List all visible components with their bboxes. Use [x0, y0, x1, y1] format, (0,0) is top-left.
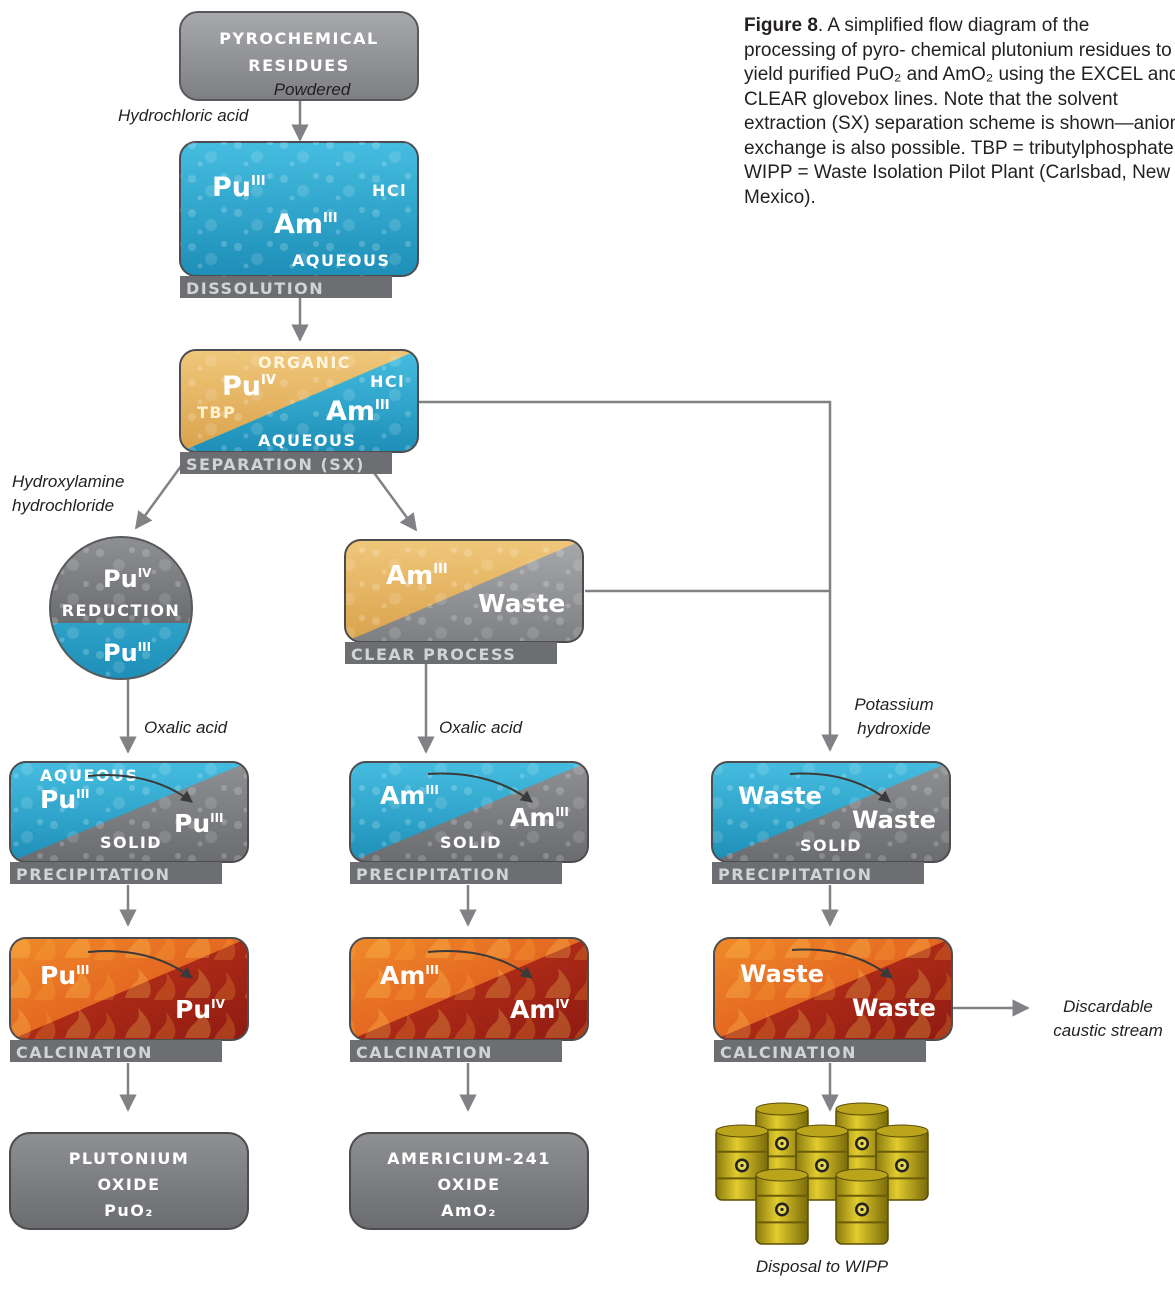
waste-barrel-icon — [715, 1124, 769, 1201]
separation-aqueous: AQUEOUS — [258, 431, 357, 450]
start-box-residues: PYROCHEMICAL RESIDUES Powdered — [179, 11, 419, 101]
calc-waste-from: Waste — [740, 960, 824, 988]
separation-hcl: HCl — [370, 372, 405, 391]
clear-process-step: CLEAR PROCESS AmIII Waste — [344, 539, 584, 664]
calcination-pu-step: CALCINATION PuIII PuIV — [9, 937, 249, 1062]
calc-am-from: AmIII — [380, 961, 439, 990]
product-pu-line3: PuO₂ — [104, 1201, 154, 1220]
dissolution-am: AmIII — [274, 209, 338, 240]
calc-am-label: CALCINATION — [356, 1043, 493, 1062]
precip-pu-solid: SOLID — [100, 833, 162, 852]
dissolution-hcl: HCl — [372, 181, 407, 200]
dissolution-step: DISSOLUTION PuIII AmIII HCl AQUEOUS — [179, 141, 419, 298]
calc-am-to: AmIV — [510, 995, 570, 1024]
reagent-discard-1: Discardable — [1063, 997, 1153, 1016]
reduction-bottom: PuIII — [103, 639, 151, 667]
wipp-disposal-label: Disposal to WIPP — [756, 1257, 889, 1276]
calc-pu-label: CALCINATION — [16, 1043, 153, 1062]
separation-am: AmIII — [326, 396, 390, 427]
start-subtitle: Powdered — [274, 80, 351, 99]
reagent-oxalic-1: Oxalic acid — [144, 718, 228, 737]
calcination-waste-step: CALCINATION Waste Waste — [713, 937, 953, 1062]
waste-barrel-icon — [795, 1124, 849, 1201]
waste-barrel-icon — [755, 1168, 809, 1245]
precip-am-label: PRECIPITATION — [356, 865, 511, 884]
dissolution-aqueous: AQUEOUS — [292, 251, 391, 270]
reagent-hcl: Hydrochloric acid — [118, 106, 249, 125]
figure-caption-text: . A simplified flow diagram of the proce… — [744, 15, 1175, 208]
precipitation-waste-step: PRECIPITATION Waste Waste SOLID — [711, 761, 951, 884]
precip-am-solid: SOLID — [440, 833, 502, 852]
waste-barrels-illustration — [715, 1102, 929, 1245]
calc-waste-to: Waste — [852, 994, 936, 1022]
start-line1: PYROCHEMICAL — [219, 29, 379, 48]
precip-waste-from: Waste — [738, 782, 822, 810]
calc-pu-from: PuIII — [40, 961, 90, 990]
product-pu-line1: PLUTONIUM — [69, 1149, 190, 1168]
waste-barrel-icon — [835, 1168, 889, 1245]
product-pu-line2: OXIDE — [97, 1175, 160, 1194]
clear-waste: Waste — [478, 589, 565, 618]
precip-pu-to: PuIII — [174, 809, 224, 838]
separation-organic: ORGANIC — [258, 353, 351, 372]
figure-caption: Figure 8. A simplified flow diagram of t… — [744, 14, 1175, 210]
waste-barrel-icon — [835, 1102, 889, 1179]
reduction-label: REDUCTION — [62, 601, 181, 620]
product-am-line1: AMERICIUM-241 — [387, 1149, 551, 1168]
precip-pu-label: PRECIPITATION — [16, 865, 171, 884]
product-am-line3: AmO₂ — [441, 1201, 497, 1220]
separation-pu: PuIV — [222, 371, 276, 402]
separation-label: SEPARATION (SX) — [186, 455, 365, 474]
product-plutonium-oxide: PLUTONIUM OXIDE PuO₂ — [9, 1132, 249, 1230]
reduction-step: PuIV REDUCTION PuIII — [49, 536, 193, 680]
precip-am-to: AmIII — [510, 803, 569, 832]
precip-am-from: AmIII — [380, 781, 439, 810]
precip-pu-from: PuIII — [40, 785, 90, 814]
reagent-discard-2: caustic stream — [1053, 1021, 1163, 1040]
dissolution-label: DISSOLUTION — [186, 279, 324, 298]
reagent-koh-1: Potassium — [854, 695, 933, 714]
calcination-am-step: CALCINATION AmIII AmIV — [349, 937, 589, 1062]
calc-pu-to: PuIV — [175, 995, 226, 1024]
separation-tbp: TBP — [197, 403, 236, 422]
separation-step: SEPARATION (SX) ORGANIC PuIV TBP HCl AmI… — [179, 349, 419, 474]
precipitation-pu-step: PRECIPITATION AQUEOUS PuIII SOLID PuIII — [9, 761, 249, 884]
figure-label: Figure 8 — [744, 15, 818, 36]
precip-waste-solid: SOLID — [800, 836, 862, 855]
precipitation-am-step: PRECIPITATION AmIII SOLID AmIII — [349, 761, 589, 884]
reagent-oxalic-2: Oxalic acid — [439, 718, 523, 737]
precip-waste-to: Waste — [852, 806, 936, 834]
calc-waste-label: CALCINATION — [720, 1043, 857, 1062]
waste-barrel-icon — [875, 1124, 929, 1201]
reagent-hydroxylamine-1: Hydroxylamine — [12, 472, 124, 491]
start-line2: RESIDUES — [248, 56, 349, 75]
reagent-hydroxylamine-2: hydrochloride — [12, 496, 114, 515]
product-am-line2: OXIDE — [437, 1175, 500, 1194]
reagent-koh-2: hydroxide — [857, 719, 931, 738]
product-americium-oxide: AMERICIUM-241 OXIDE AmO₂ — [349, 1132, 589, 1230]
dissolution-pu: PuIII — [212, 172, 266, 203]
clear-am: AmIII — [386, 561, 448, 591]
precip-waste-label: PRECIPITATION — [718, 865, 873, 884]
clear-label: CLEAR PROCESS — [351, 645, 516, 664]
reduction-top: PuIV — [103, 565, 152, 593]
